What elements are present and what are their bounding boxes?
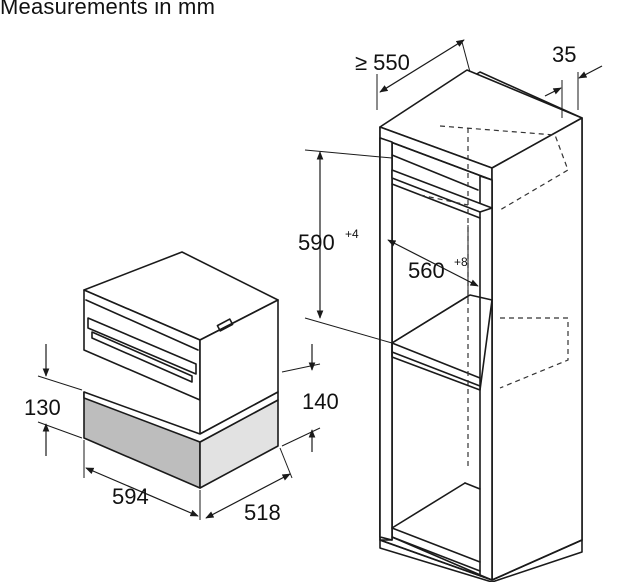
tall-cabinet: [379, 69, 583, 582]
drawer-height-label: 130: [24, 395, 61, 420]
cabinet-dimensions: [304, 39, 603, 344]
appliance-depth-label: 518: [244, 500, 281, 525]
appliance-dimensions: [37, 344, 321, 520]
appliance-width-label: 594: [112, 484, 149, 509]
total-height-label: 140: [302, 389, 339, 414]
side-clearance-label: 35: [552, 42, 576, 67]
niche-width-tolerance: +8: [454, 255, 468, 269]
warming-drawer: [83, 391, 279, 489]
niche-height-tolerance: +4: [345, 227, 359, 241]
diagram-title: Measurements in mm: [0, 0, 216, 19]
niche-width-label: 560: [408, 258, 445, 283]
cabinet-depth-label: ≥ 550: [355, 50, 410, 75]
niche-height-label: 590: [298, 230, 335, 255]
